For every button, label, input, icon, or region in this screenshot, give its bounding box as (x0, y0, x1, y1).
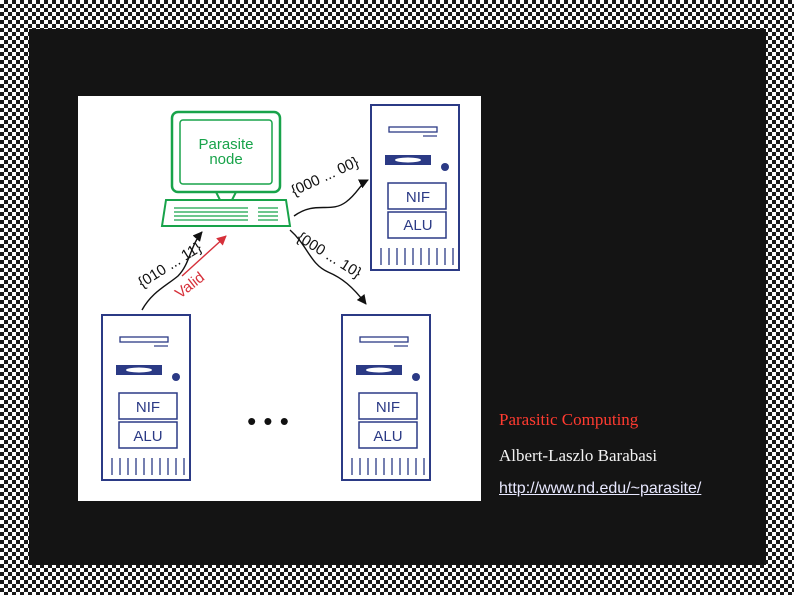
valid-arrow (181, 235, 227, 277)
server-bottom-right: NIF ALU (341, 314, 431, 481)
caption-author: Albert-Laszlo Barabasi (499, 446, 658, 465)
alu-label: ALU (373, 428, 402, 445)
server-bottom-left: NIF ALU (101, 314, 191, 481)
nif-label: NIF (406, 189, 430, 206)
message-top-right: {000 ... 00} (289, 154, 362, 200)
valid-label: Valid (172, 269, 208, 302)
arrow-to-top-server (293, 179, 369, 217)
alu-label: ALU (133, 428, 162, 445)
nif-label: NIF (376, 399, 400, 416)
nif-label: NIF (136, 399, 160, 416)
arrow-to-bottom-right-server (289, 229, 367, 305)
parasite-label-line1: Parasite (198, 136, 253, 153)
parasite-label-line2: node (209, 151, 242, 168)
parasite-website-link[interactable]: http://www.nd.edu/~parasite/ (499, 480, 702, 497)
message-bottom-right: {000 ... 10} (294, 229, 365, 282)
arrow-from-bottom-left-server (141, 231, 203, 311)
more-servers-ellipsis: • • • (247, 406, 289, 436)
parasitic-computing-diagram: Parasite node NIF ALU NIF ALU (78, 96, 481, 501)
keyboard-keys (174, 207, 278, 221)
server-top-right: NIF ALU (370, 104, 460, 271)
caption-title: Parasitic Computing (499, 410, 639, 429)
alu-label: ALU (403, 217, 432, 234)
diagram-svg: Parasite node NIF ALU NIF ALU (101, 104, 460, 481)
parasite-node-computer: Parasite node (160, 110, 292, 227)
